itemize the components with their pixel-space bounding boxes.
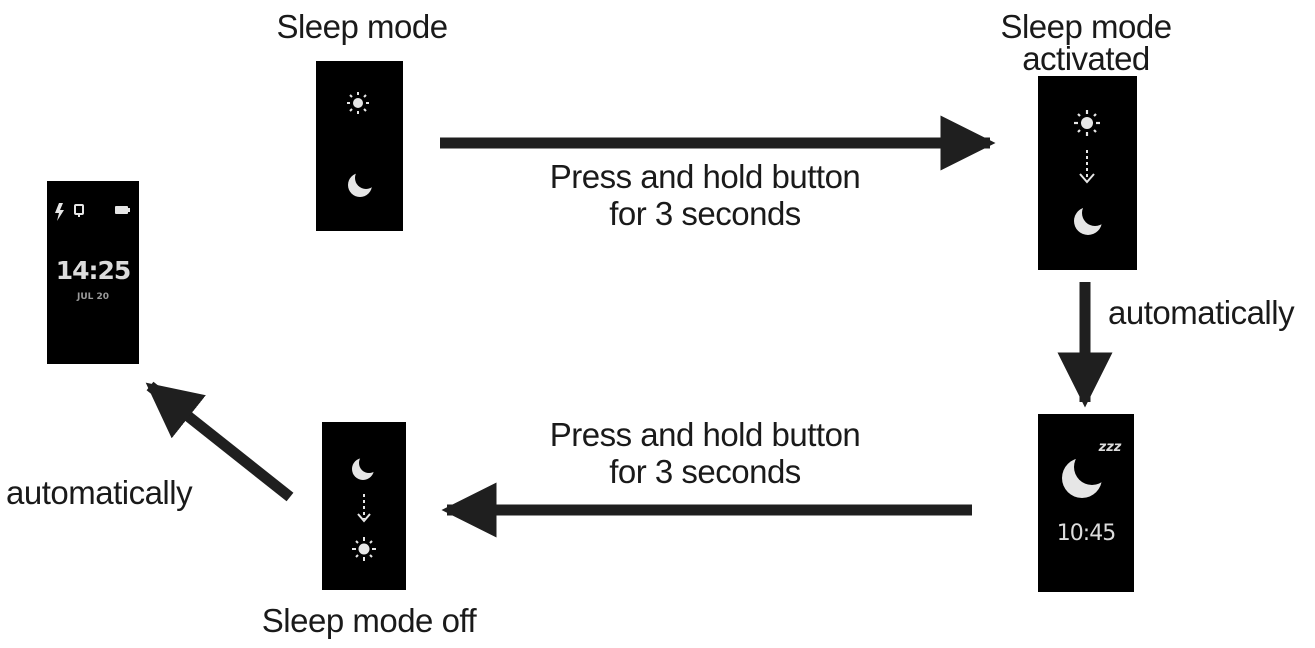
sun-icon bbox=[352, 537, 376, 561]
label-press-hold-top-line2: for 3 seconds bbox=[609, 195, 801, 232]
label-automatically-left: automatically bbox=[6, 474, 193, 511]
arrow-off-to-home bbox=[145, 381, 294, 502]
moon-icon bbox=[1074, 200, 1108, 235]
sleeping-time: 10:45 bbox=[1056, 521, 1116, 546]
screen-sleep-activated bbox=[1038, 76, 1137, 270]
sun-icon bbox=[1074, 110, 1100, 136]
moon-icon bbox=[352, 453, 379, 480]
label-sleep-mode-activated-line2: activated bbox=[1022, 40, 1150, 77]
label-sleep-mode-activated-line1: Sleep mode bbox=[1000, 8, 1172, 45]
label-sleep-mode-off: Sleep mode off bbox=[261, 602, 477, 639]
charging-icon bbox=[55, 203, 64, 221]
screen-sleep-mode bbox=[316, 61, 403, 231]
down-arrow-icon bbox=[1079, 150, 1095, 184]
label-press-hold-bottom-line1: Press and hold button bbox=[549, 416, 861, 453]
home-date: JUL 20 bbox=[76, 292, 110, 302]
screen-sleep-off bbox=[322, 422, 406, 590]
label-press-hold-top-line1: Press and hold button bbox=[549, 158, 861, 195]
label-press-hold-bottom-line2: for 3 seconds bbox=[609, 453, 801, 490]
moon-icon bbox=[348, 167, 377, 197]
screen-sleeping: zzz 10:45 bbox=[1038, 414, 1134, 592]
moon-icon bbox=[1062, 449, 1110, 498]
screen-home: 14:25 JUL 20 bbox=[47, 181, 139, 364]
sun-icon bbox=[347, 92, 369, 114]
label-automatically-right: automatically bbox=[1108, 294, 1295, 331]
down-arrow-icon bbox=[357, 494, 371, 523]
battery-icon bbox=[115, 206, 130, 214]
notification-icon bbox=[74, 204, 84, 217]
label-sleep-mode: Sleep mode bbox=[276, 8, 448, 45]
sleep-badge: zzz bbox=[1098, 440, 1122, 455]
home-time: 14:25 bbox=[55, 256, 132, 285]
